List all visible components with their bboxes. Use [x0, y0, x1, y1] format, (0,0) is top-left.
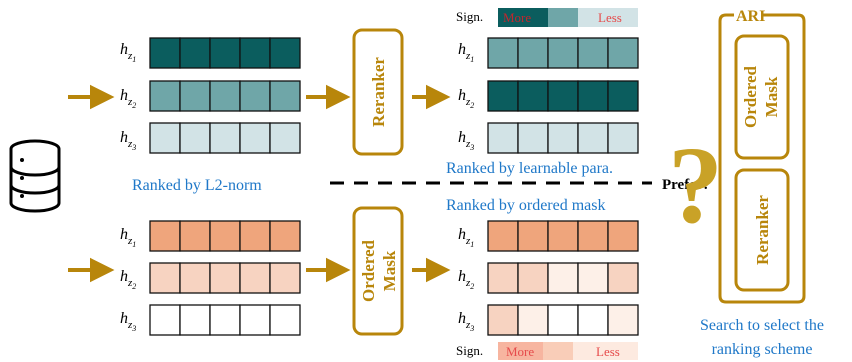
svg-text:Mask: Mask: [762, 76, 781, 117]
right-bottom-embeddings: hz1 hz2 hz3: [458, 220, 639, 336]
row-hz3-left-bottom: hz3: [120, 304, 301, 336]
label-hz1: hz1: [120, 41, 136, 64]
svg-text:hz3: hz3: [458, 129, 474, 152]
prefer-text: Prefer?: [662, 177, 710, 193]
row-hz3-right-bottom: hz3: [458, 304, 639, 336]
less-label-top: Less: [598, 10, 622, 25]
ari-title: ARI: [736, 8, 765, 25]
sign-legend-bottom: Sign. More Less: [456, 342, 638, 360]
row-hz3-left-top: hz3: [120, 122, 301, 154]
row-hz1-right-top: hz1: [458, 37, 639, 69]
svg-text:hz3: hz3: [120, 310, 136, 333]
right-top-embeddings: hz1 hz2 hz3: [458, 37, 639, 154]
svg-text:hz2: hz2: [120, 268, 136, 291]
arrow-from-reranker: [412, 84, 451, 110]
row-hz2-left-top: hz2: [120, 80, 301, 112]
less-label-bottom: Less: [596, 344, 620, 359]
more-label-top: More: [503, 10, 531, 25]
label-hz3: hz3: [120, 129, 136, 152]
row-hz1-right-bottom: hz1: [458, 220, 639, 252]
ari-reranker-box: Reranker: [734, 168, 790, 292]
database-icon: [9, 139, 61, 213]
svg-text:Reranker: Reranker: [753, 195, 772, 265]
label-hz2: hz2: [120, 87, 136, 110]
reranker-box: Reranker: [352, 28, 404, 156]
input-arrow-top: [68, 84, 115, 110]
sign-label-top: Sign.: [456, 9, 483, 24]
input-arrow-bottom: [68, 257, 115, 283]
ari-ordered-mask-box: Ordered Mask: [734, 34, 790, 160]
left-bottom-embeddings: hz1 hz2 hz3: [120, 220, 301, 336]
reranker-label: Reranker: [369, 57, 388, 127]
sign-legend-top: Sign. More Less: [456, 8, 638, 27]
svg-text:Ordered: Ordered: [741, 65, 760, 128]
ari-panel: ARI Ordered Mask Reranker: [718, 8, 806, 304]
ordered-mask-box: Ordered Mask: [352, 206, 404, 336]
svg-text:hz1: hz1: [120, 226, 136, 249]
row-hz2-right-bottom: hz2: [458, 262, 639, 294]
row-hz2-right-top: hz2: [458, 80, 639, 112]
arrow-to-reranker: [306, 84, 351, 110]
row-hz1-left-bottom: hz1: [120, 220, 301, 252]
row-hz3-right-top: hz3: [458, 122, 639, 154]
svg-text:hz1: hz1: [458, 226, 474, 249]
arrow-from-ordered-mask: [412, 257, 451, 283]
svg-text:hz2: hz2: [458, 87, 474, 110]
sign-label-bottom: Sign.: [456, 343, 483, 358]
svg-text:hz2: hz2: [458, 268, 474, 291]
row-hz2-left-bottom: hz2: [120, 262, 301, 294]
ranked-l2-text: Ranked by L2-norm: [132, 177, 262, 194]
more-label-bottom: More: [506, 344, 534, 359]
search-text-line1: Search to select the: [700, 317, 824, 334]
search-text-line2: ranking scheme: [712, 341, 813, 358]
svg-text:hz1: hz1: [458, 41, 474, 64]
question-mark-icon: ?: [668, 124, 723, 246]
mask-label: Mask: [380, 250, 399, 291]
ranked-learnable-text: Ranked by learnable para.: [446, 160, 613, 177]
row-hz1-left-top: hz1: [120, 37, 301, 69]
svg-text:hz3: hz3: [458, 310, 474, 333]
ranked-mask-text: Ranked by ordered mask: [446, 197, 606, 214]
ordered-label: Ordered: [359, 239, 378, 302]
arrow-to-ordered-mask: [306, 257, 351, 283]
left-top-embeddings: hz1 hz2 hz3: [120, 37, 301, 154]
